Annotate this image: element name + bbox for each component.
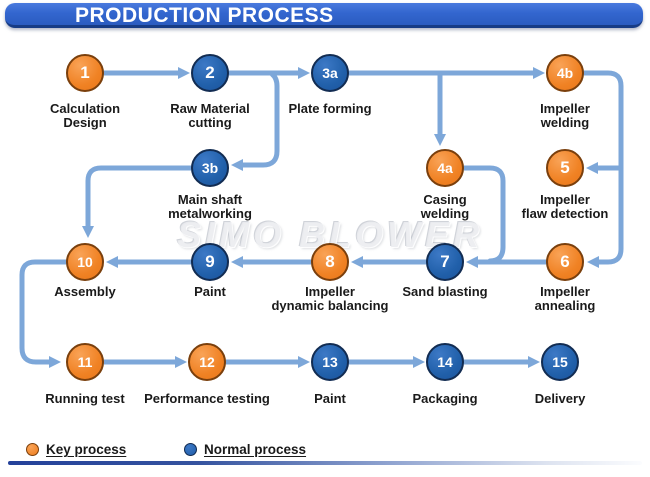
node-number: 7 (440, 252, 450, 271)
node-number: 2 (205, 63, 215, 82)
node-7: 7 (426, 243, 464, 281)
arrow-2-3b (231, 71, 280, 171)
node-number: 4a (437, 160, 453, 176)
legend-key-label: Key process (46, 442, 127, 457)
node-label-7: Sand blasting (402, 284, 488, 299)
node-number: 6 (560, 252, 570, 271)
node-label-11: Running test (45, 391, 125, 406)
node-number: 13 (322, 354, 338, 370)
node-number: 8 (325, 252, 335, 271)
node-3a: 3a (311, 54, 349, 92)
node-14: 14 (426, 343, 464, 381)
node-number: 4b (556, 65, 574, 81)
legend-normal-label: Normal process (204, 442, 307, 457)
node-number: 5 (560, 158, 570, 177)
node-4a: 4a (426, 149, 464, 187)
node-label-12: Performance testing (144, 391, 270, 406)
node-label-3a: Plate forming (288, 101, 372, 116)
node-9: 9 (191, 243, 229, 281)
arrow-3b-10 (82, 165, 194, 238)
node-number: 3a (322, 65, 338, 81)
node-10: 10 (66, 243, 104, 281)
normal-process-dot-icon (184, 443, 197, 456)
node-6: 6 (546, 243, 584, 281)
node-number: 15 (552, 354, 568, 370)
node-1: 1 (66, 54, 104, 92)
node-5: 5 (546, 149, 584, 187)
node-3b: 3b (191, 149, 229, 187)
node-12: 12 (188, 343, 226, 381)
node-label-9: Paint (194, 284, 226, 299)
node-label-13: Paint (314, 391, 346, 406)
arrow-4a-7 (461, 165, 506, 264)
node-number: 9 (205, 252, 215, 271)
arrow-10-11 (19, 259, 69, 368)
node-15: 15 (541, 343, 579, 381)
node-number: 14 (437, 354, 453, 370)
node-4b: 4b (546, 54, 584, 92)
node-number: 12 (199, 354, 215, 370)
node-11: 11 (66, 343, 104, 381)
node-label-14: Packaging (412, 391, 478, 406)
node-13: 13 (311, 343, 349, 381)
key-process-dot-icon (26, 443, 39, 456)
node-label-15: Delivery (534, 391, 586, 406)
node-2: 2 (191, 54, 229, 92)
node-number: 1 (80, 63, 90, 82)
page-title: PRODUCTION PROCESS (5, 3, 643, 28)
bottom-divider (8, 461, 642, 465)
legend: Key process Normal process (0, 440, 650, 458)
node-label-10: Assembly (54, 284, 116, 299)
node-8: 8 (311, 243, 349, 281)
node-number: 10 (77, 254, 93, 270)
node-number: 11 (77, 354, 93, 370)
node-number: 3b (201, 160, 219, 176)
